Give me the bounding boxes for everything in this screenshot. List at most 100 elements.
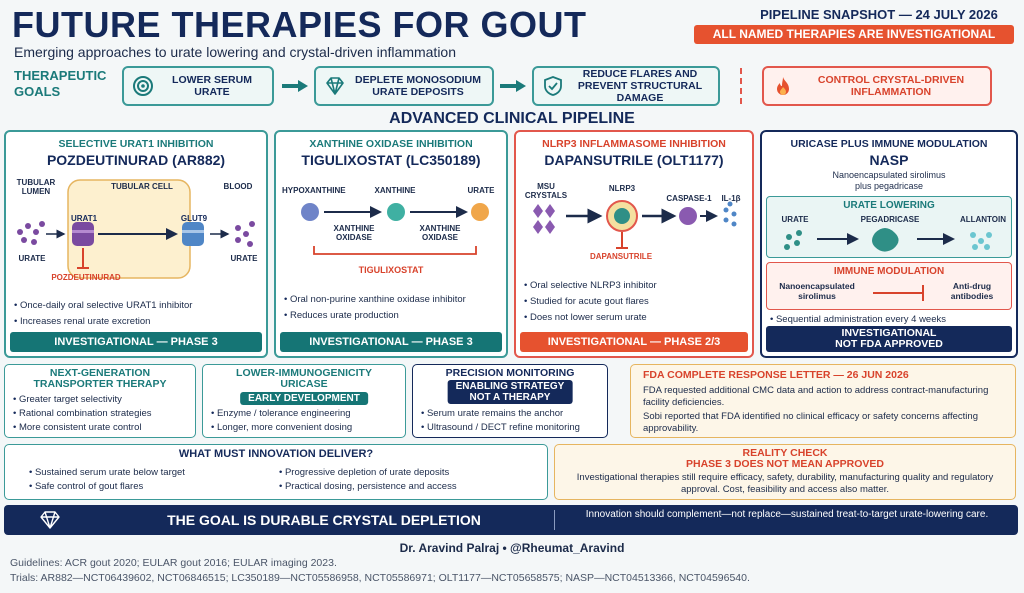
box-bullets: Greater target selectivity Rational comb… [13, 393, 189, 435]
target-icon [132, 75, 154, 97]
card-nasp: URICASE PLUS IMMUNE MODULATION NASP Nano… [760, 130, 1018, 358]
reality-text: Investigational therapies still require … [576, 472, 994, 495]
card-bullets: Oral selective NLRP3 inhibitor Studied f… [524, 278, 746, 326]
card-bullets: Oral non-purine xanthine oxidase inhibit… [284, 292, 500, 324]
investigational-banner: ALL NAMED THERAPIES ARE INVESTIGATIONAL [694, 25, 1014, 44]
card-title: TIGULIXOSTAT (LC350189) [301, 152, 481, 168]
goal-text: REDUCE FLARES AND PREVENT STRUCTURAL DAM… [577, 68, 703, 104]
early-development-badge: EARLY DEVELOPMENT [240, 392, 368, 405]
label-urat1: URAT1 [70, 214, 98, 223]
goals-label: THERAPEUTIC GOALS [14, 68, 106, 100]
box-bullets: Serum urate remains the anchor Ultrasoun… [421, 407, 601, 435]
box-title: LOWER-IMMUNOGENICITY URICASE [203, 368, 405, 390]
list-item: Sustained serum urate below target [29, 466, 269, 480]
goal-headline: THE GOAL IS DURABLE CRYSTAL DEPLETION [167, 512, 481, 528]
shield-icon [542, 75, 564, 97]
goal-control-inflammation: CONTROL CRYSTAL-DRIVEN INFLAMMATION [762, 66, 992, 106]
arrow-right-icon [282, 80, 308, 92]
list-item: Longer, more convenient dosing [211, 421, 399, 435]
box-next-gen-transporter: NEXT-GENERATION TRANSPORTER THERAPY Grea… [4, 364, 196, 438]
box-title-line2: URICASE [280, 378, 328, 390]
label-urate: URATE [467, 186, 495, 195]
trials-reference: Trials: AR882—NCT06439602, NCT06846515; … [10, 572, 750, 584]
box-title: NEXT-GENERATION TRANSPORTER THERAPY [5, 368, 195, 390]
label-urate: URATE [230, 254, 258, 263]
nasp-desc-line1: Nanoencapsulated sirolimus [832, 170, 946, 180]
box-title-line1: LOWER-IMMUNOGENICITY [236, 367, 372, 379]
list-item: Once-daily oral selective URAT1 inhibito… [14, 298, 260, 314]
inhibit-icon [873, 285, 924, 301]
label-blood: BLOOD [223, 182, 253, 191]
label-hypoxanthine: HYPOXANTHINE [282, 186, 346, 195]
list-item: Increases renal urate excretion [14, 314, 260, 330]
label-caspase-1: CASPASE-1 [666, 194, 712, 203]
label-tubular-lumen: TUBULAR LUMEN [16, 178, 56, 196]
uricase-diagram [784, 228, 992, 252]
label-sirolimus: Nanoencapsulated sirolimus [779, 281, 855, 301]
card-title: DAPANSUTRILE (OLT1177) [544, 152, 724, 168]
enabling-strategy-badge: ENABLING STRATEGY NOT A THERAPY [447, 380, 573, 404]
card-dapansutrile: NLRP3 INFLAMMASOME INHIBITION DAPANSUTRI… [514, 130, 754, 358]
goal-text: CONTROL CRYSTAL-DRIVEN INFLAMMATION [817, 74, 965, 98]
label-drug: DAPANSUTRILE [589, 252, 653, 261]
box-bullets: Enzyme / tolerance engineering Longer, m… [211, 407, 399, 435]
fda-paragraph-2: Sobi reported that FDA identified no cli… [643, 411, 978, 434]
box-title: FDA COMPLETE RESPONSE LETTER — 26 JUN 20… [643, 369, 909, 381]
label-nlrp3: NLRP3 [608, 184, 636, 193]
list-item: Rational combination strategies [13, 407, 189, 421]
nasp-description: Nanoencapsulated sirolimus plus pegadric… [762, 170, 1016, 192]
reality-title-line2: PHASE 3 DOES NOT MEAN APPROVED [686, 458, 884, 470]
label-glut9: GLUT9 [180, 214, 208, 223]
label-il1b: IL-1β [721, 194, 741, 203]
guidelines-reference: Guidelines: ACR gout 2020; EULAR gout 20… [10, 557, 337, 569]
list-item: Studied for acute gout flares [524, 294, 746, 310]
list-item: Safe control of gout flares [29, 480, 269, 494]
status-badge: INVESTIGATIONAL — PHASE 2/3 [520, 332, 748, 352]
box-precision-monitoring: PRECISION MONITORING ENABLING STRATEGY N… [412, 364, 608, 438]
box-title: REALITY CHECK PHASE 3 DOES NOT MEAN APPR… [555, 448, 1015, 470]
fda-paragraph-1: FDA requested additional CMC data and ac… [643, 385, 989, 408]
card-tigulixostat: XANTHINE OXIDASE INHIBITION TIGULIXOSTAT… [274, 130, 508, 358]
card-subtitle: NLRP3 INFLAMMASOME INHIBITION [542, 138, 726, 150]
goal-bar: THE GOAL IS DURABLE CRYSTAL DEPLETION In… [4, 505, 1018, 535]
deliver-bullets-right: Progressive depletion of urate deposits … [279, 466, 539, 494]
label-urate: URATE [781, 215, 809, 224]
label-drug: TIGULIXOSTAT [358, 265, 424, 275]
box-lower-immunogenicity: LOWER-IMMUNOGENICITY URICASE EARLY DEVEL… [202, 364, 406, 438]
card-title: NASP [869, 152, 909, 168]
urat1-diagram [17, 179, 255, 279]
box-fda-crl: FDA COMPLETE RESPONSE LETTER — 26 JUN 20… [630, 364, 1016, 438]
flame-icon [772, 75, 794, 97]
goal-reduce-flares: REDUCE FLARES AND PREVENT STRUCTURAL DAM… [532, 66, 720, 106]
card-subtitle: URICASE PLUS IMMUNE MODULATION [790, 138, 988, 150]
goal-text: DEPLETE MONOSODIUM URATE DEPOSITS [354, 74, 481, 98]
card-title: POZDEUTINURAD (AR882) [46, 152, 226, 168]
divider [740, 68, 742, 104]
goal-note: Innovation should complement—not replace… [585, 509, 989, 520]
status-line2: NOT FDA APPROVED [835, 338, 943, 350]
list-item: Does not lower serum urate [524, 310, 746, 326]
nlrp3-diagram [533, 200, 737, 249]
goal-text: LOWER SERUM URATE [172, 74, 252, 98]
status-line1: INVESTIGATIONAL [841, 327, 937, 339]
card-bullets: Once-daily oral selective URAT1 inhibito… [14, 298, 260, 330]
label-msu-crystals: MSU CRYSTALS [524, 182, 568, 200]
label-xanthine-oxidase: XANTHINE OXIDASE [333, 224, 375, 242]
panel-title: URATE LOWERING [843, 200, 935, 211]
status-badge: INVESTIGATIONAL NOT FDA APPROVED [766, 326, 1012, 352]
box-title: PRECISION MONITORING [445, 367, 575, 379]
nasp-desc-line2: plus pegadricase [854, 181, 924, 191]
label-xanthine-oxidase: XANTHINE OXIDASE [419, 224, 461, 242]
goals-label-line1: THERAPEUTIC [14, 68, 107, 83]
label-pegadricase: PEGADRICASE [860, 215, 920, 224]
list-item: Enzyme / tolerance engineering [211, 407, 399, 421]
xanthine-pathway-diagram [301, 203, 489, 255]
author-credit: Dr. Aravind Palraj • @Rheumat_Aravind [399, 541, 625, 555]
list-item: Serum urate remains the anchor [421, 407, 601, 421]
goal-deplete-msu: DEPLETE MONOSODIUM URATE DEPOSITS [314, 66, 494, 106]
label-drug: POZDEUTINURAD [51, 273, 121, 282]
goal-lower-urate: LOWER SERUM URATE [122, 66, 274, 106]
box-innovation-deliver: WHAT MUST INNOVATION DELIVER? Sustained … [4, 444, 548, 500]
pipeline-title: ADVANCED CLINICAL PIPELINE [389, 110, 635, 127]
card-pozdeutinurad: SELECTIVE URAT1 INHIBITION POZDEUTINURAD… [4, 130, 268, 358]
